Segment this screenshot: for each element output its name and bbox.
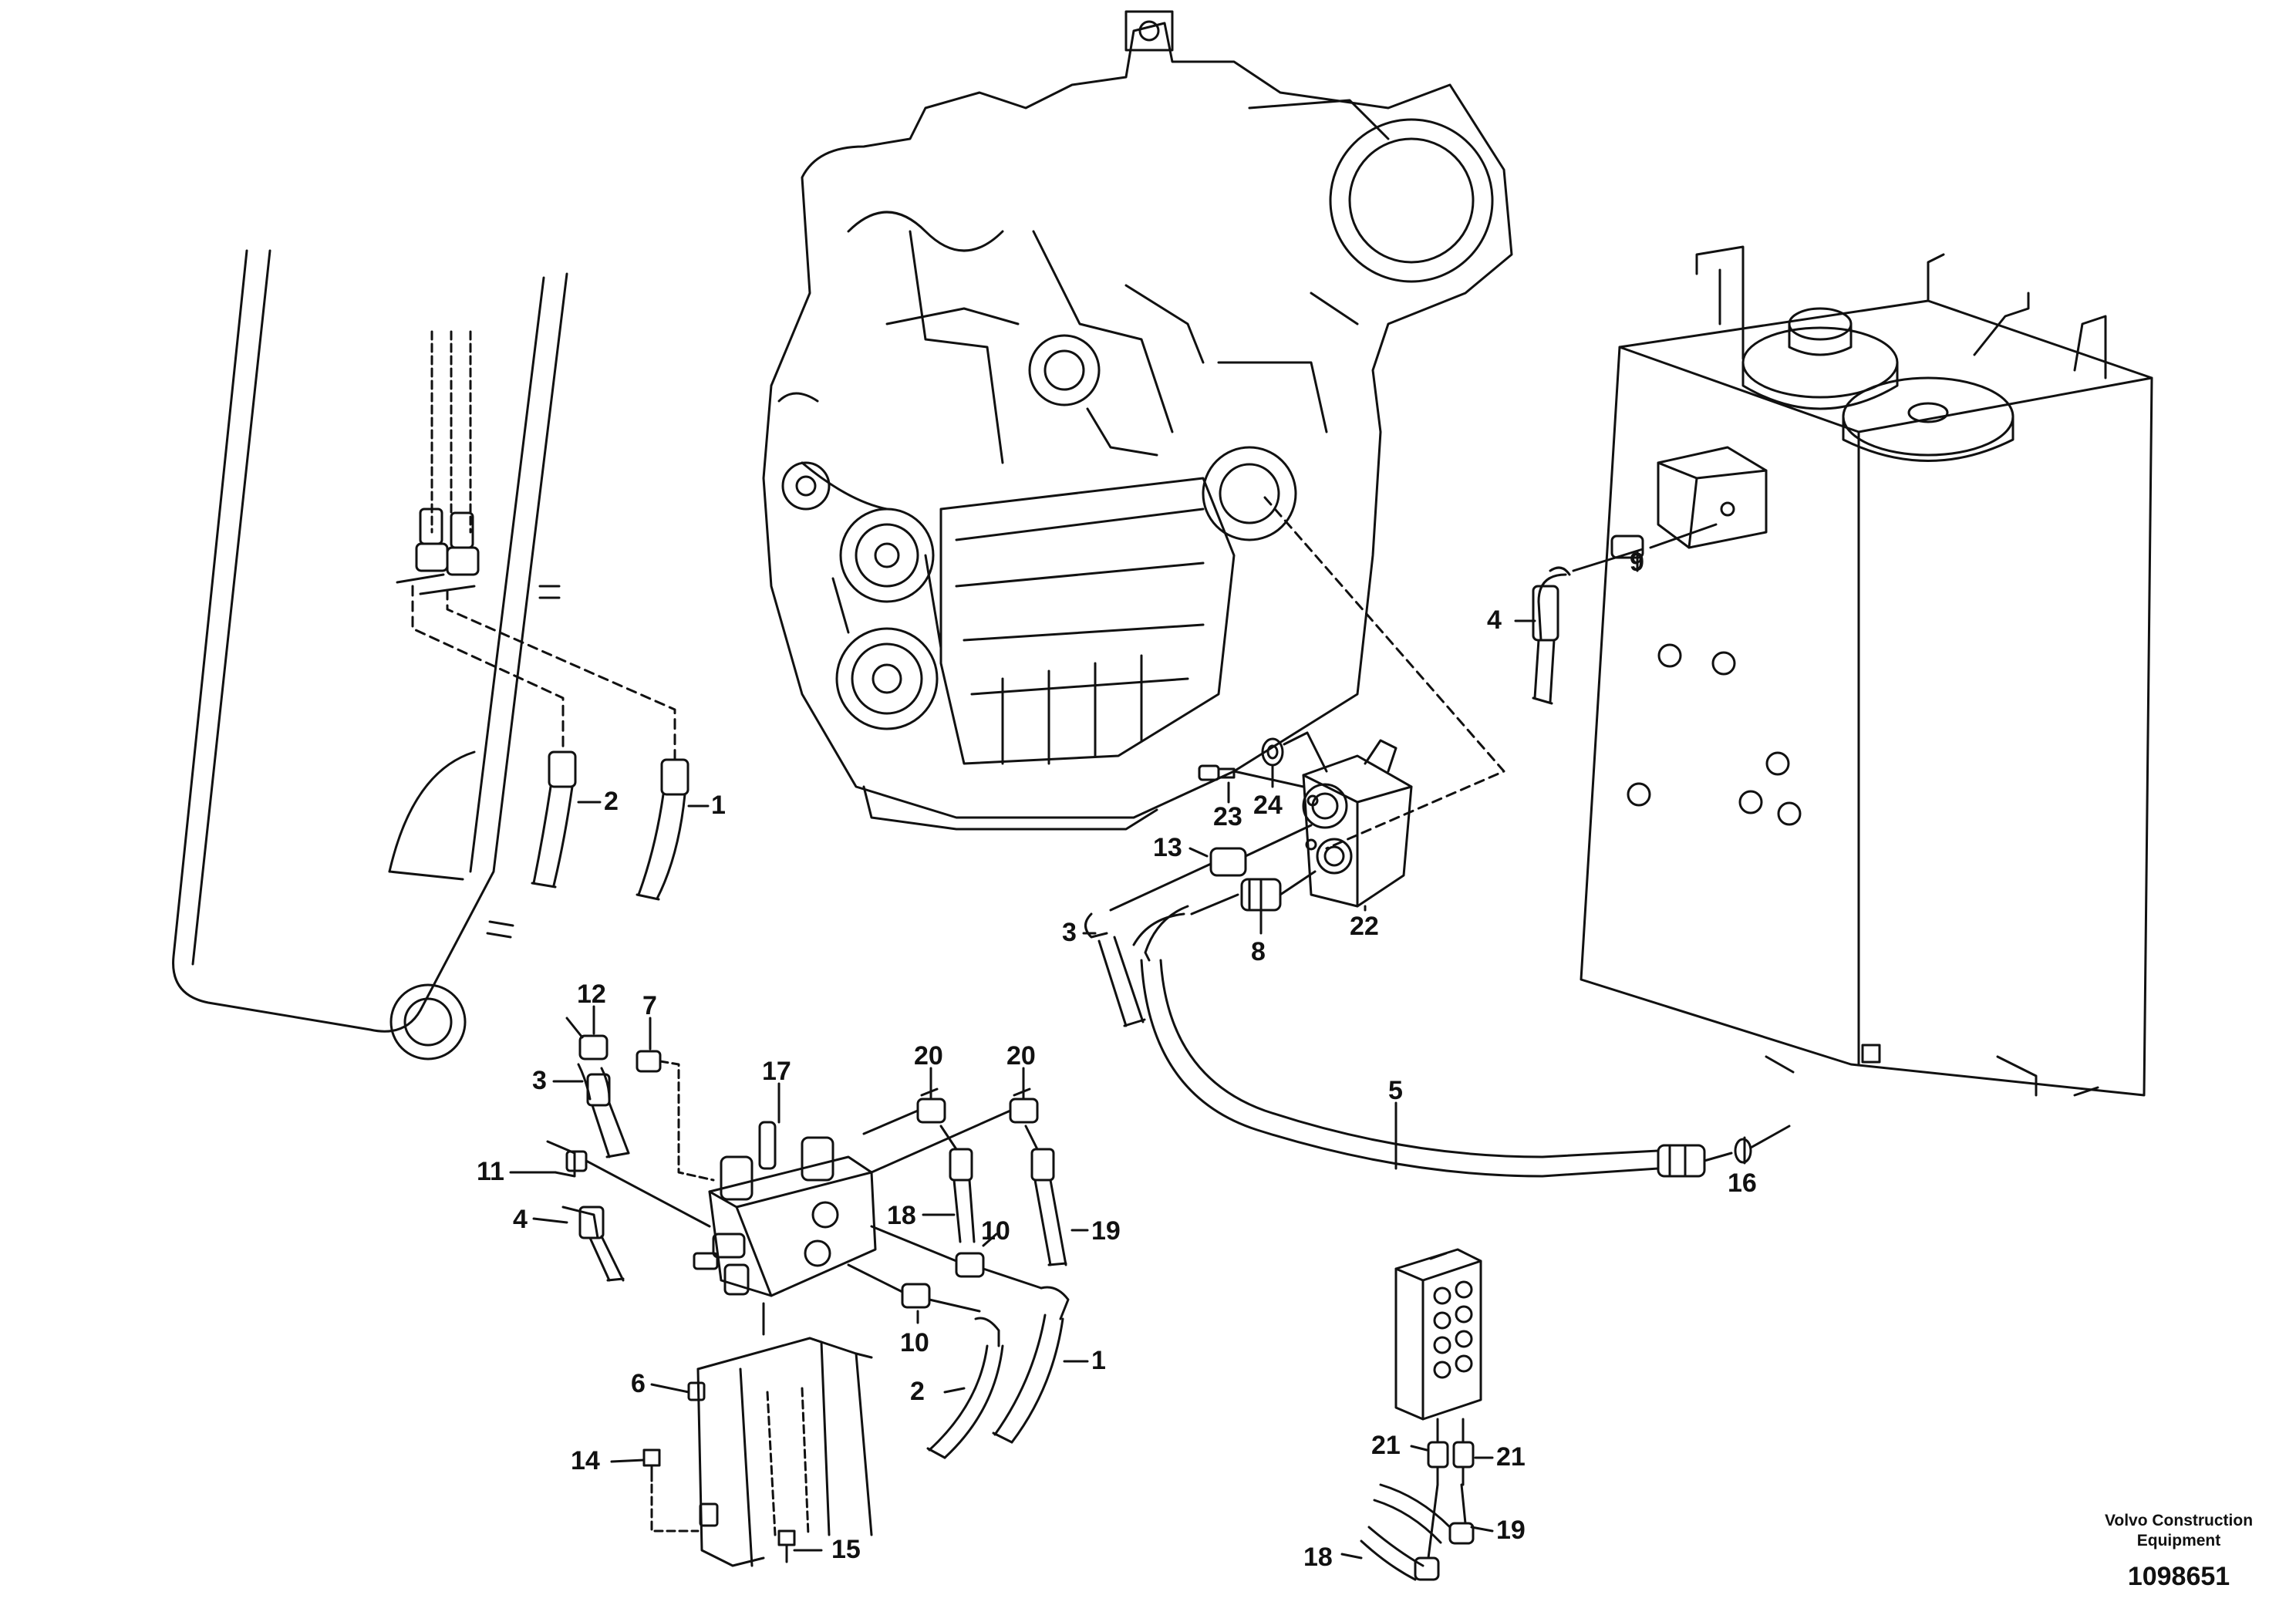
callout-6: 6 <box>631 1369 646 1398</box>
hose-5 <box>1132 893 1733 1178</box>
fitting-13 <box>1209 824 1313 877</box>
callout-4-lower: 4 <box>513 1205 528 1234</box>
bolt-15 <box>777 1529 796 1563</box>
engine <box>762 10 1513 831</box>
hydraulic-pump <box>1302 739 1413 908</box>
hose-19 <box>1024 1125 1067 1266</box>
footer: Volvo Construction Equipment 1098651 <box>2105 1512 2253 1591</box>
fitting-7 <box>636 1050 715 1182</box>
o-ring-16 <box>1734 1125 1791 1164</box>
bolt-14 <box>642 1448 700 1533</box>
fitting-10-lower <box>847 1263 931 1309</box>
callout-22: 22 <box>1350 912 1379 941</box>
callout-20-left: 20 <box>914 1041 943 1071</box>
fitting-20-right <box>870 1088 1039 1174</box>
bracket-6 <box>687 1302 873 1567</box>
fitting-11 <box>546 1140 711 1228</box>
callout-12: 12 <box>577 980 606 1009</box>
hose-1-top <box>636 758 689 901</box>
document-number: 1098651 <box>2128 1562 2230 1591</box>
bolt-23 <box>1198 764 1236 781</box>
fitting-12 <box>565 1017 609 1061</box>
callout-9: 9 <box>1630 548 1644 577</box>
callout-1-lower: 1 <box>1091 1346 1106 1375</box>
fitting-21-left <box>1427 1418 1449 1486</box>
fitting-21-right <box>1452 1418 1475 1486</box>
callout-3-pump: 3 <box>1062 918 1077 947</box>
hose-2-top <box>531 750 577 889</box>
company-name-line2: Equipment <box>2137 1532 2221 1549</box>
boom-arm <box>172 249 568 1061</box>
callout-23: 23 <box>1213 802 1242 831</box>
hose-1-lower <box>982 1267 1070 1444</box>
callout-15: 15 <box>831 1535 861 1564</box>
callout-20-right: 20 <box>1006 1041 1036 1071</box>
fitting-20-left <box>862 1088 946 1135</box>
callout-13: 13 <box>1153 833 1182 862</box>
fitting-8 <box>1240 870 1317 912</box>
hydraulic-tank <box>1580 245 2153 1097</box>
callout-11: 11 <box>477 1157 504 1186</box>
callout-5: 5 <box>1388 1076 1403 1105</box>
callout-18-manifold: 18 <box>1303 1543 1333 1572</box>
callout-19-manifold: 19 <box>1496 1516 1526 1545</box>
callout-16: 16 <box>1728 1168 1757 1198</box>
callout-21-right: 21 <box>1496 1442 1526 1472</box>
callout-19: 19 <box>1091 1216 1121 1246</box>
hose-2-lower <box>926 1298 1004 1459</box>
callout-17: 17 <box>762 1057 791 1086</box>
callout-8: 8 <box>1251 937 1266 966</box>
hose-4-lower <box>561 1206 625 1282</box>
hose-4-tank <box>1532 523 1718 705</box>
manifold-block <box>1394 1248 1482 1421</box>
callout-1-top: 1 <box>711 791 726 820</box>
valve-block <box>693 1121 877 1297</box>
company-name-line1: Volvo Construction <box>2105 1512 2253 1529</box>
callout-2-top: 2 <box>604 787 619 816</box>
callout-2-lower: 2 <box>910 1377 925 1406</box>
callout-18: 18 <box>887 1201 916 1230</box>
callout-4-tank: 4 <box>1487 605 1502 635</box>
callout-10-upper: 10 <box>981 1216 1010 1246</box>
callout-10-lower: 10 <box>900 1328 929 1357</box>
fitting-10-upper <box>870 1225 985 1278</box>
callout-21-left: 21 <box>1371 1431 1401 1460</box>
callout-24: 24 <box>1253 791 1283 820</box>
hose-3-pump <box>1084 862 1212 1027</box>
callout-14: 14 <box>571 1446 600 1475</box>
leader-lines <box>509 550 1746 1560</box>
hose-19-manifold <box>1373 1483 1475 1545</box>
hose-18-manifold <box>1360 1483 1440 1581</box>
hose-3-lower <box>577 1063 630 1158</box>
callout-labels: 2 1 4 9 23 24 13 3 8 22 5 16 12 7 3 17 2… <box>477 548 1757 1572</box>
hose-18 <box>939 1125 976 1243</box>
callout-7: 7 <box>642 991 657 1020</box>
callout-3-lower: 3 <box>532 1066 547 1095</box>
